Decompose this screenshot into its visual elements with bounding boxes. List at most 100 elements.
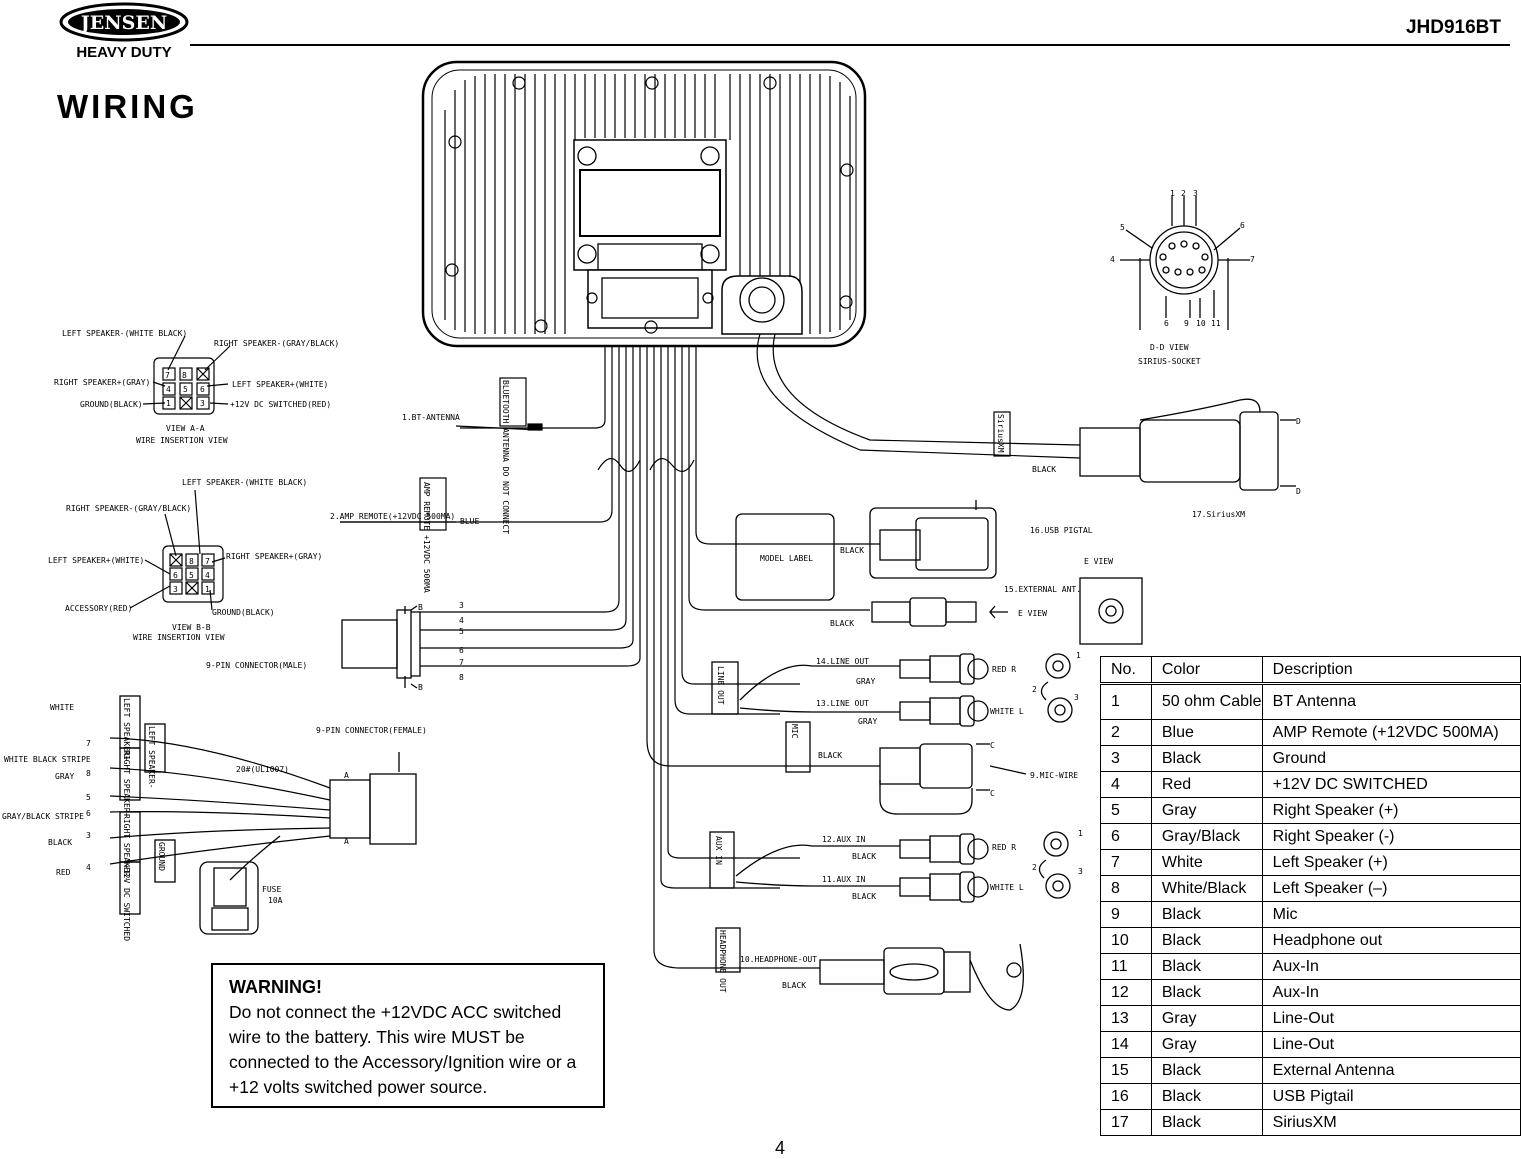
- table-cell: 2: [1100, 719, 1152, 746]
- warning-body: Do not connect the +12VDC ACC switched w…: [229, 1002, 577, 1097]
- head-unit-chassis: [421, 60, 867, 348]
- model-number: JHD916BT: [1405, 17, 1501, 38]
- vb-ground-label: GROUND(BLACK): [212, 608, 275, 617]
- siriusxm-label: 17.SiriusXM: [1192, 510, 1245, 519]
- table-cell: Gray: [1150, 1005, 1263, 1032]
- table-cell: Headphone out: [1261, 927, 1521, 954]
- b-marker: B: [418, 603, 423, 612]
- sirius-tag-label: SiriusXM: [996, 414, 1005, 453]
- page-number: 4: [775, 1138, 786, 1158]
- male-pin: 8: [459, 673, 464, 682]
- nine-pin-male-connector: [341, 605, 421, 689]
- table-cell: 1: [1100, 683, 1152, 720]
- harness-tag: GROUND: [157, 842, 166, 871]
- bt-antenna-label: 1.BT-ANTENNA: [402, 413, 460, 422]
- aux-11-label: 11.AUX IN: [822, 875, 866, 884]
- va-pin: 3: [200, 399, 205, 408]
- table-cell: Black: [1150, 1057, 1263, 1084]
- table-cell: 7: [1100, 849, 1152, 876]
- aux-black-label: BLACK: [852, 852, 876, 861]
- line-out-gray-label: GRAY: [856, 677, 875, 686]
- va-switched-label: +12V DC SWITCHED(RED): [230, 400, 331, 409]
- harness-tag: +12V DC SWITCHED: [122, 864, 131, 941]
- socket-pin: 1: [1170, 189, 1175, 198]
- mic-black-label: BLACK: [818, 751, 842, 760]
- line-out-gray-label: GRAY: [858, 717, 877, 726]
- vb-left-pos-label: LEFT SPEAKER+(WHITE): [48, 556, 144, 565]
- va-view-label: VIEW A-A: [166, 424, 205, 433]
- column-header: No.: [1100, 656, 1152, 685]
- va-left-neg-label: LEFT SPEAKER-(WHITE BLACK): [62, 329, 187, 338]
- nine-pin-female-label: 9-PIN CONNECTOR(FEMALE): [316, 726, 427, 735]
- table-cell: 11: [1100, 953, 1152, 980]
- table-cell: BT Antenna: [1261, 683, 1521, 720]
- table-cell: Line-Out: [1261, 1031, 1521, 1058]
- ext-ant-label: 15.EXTERNAL ANT.: [1004, 585, 1081, 594]
- sirius-socket-label: SIRIUS-SOCKET: [1138, 357, 1201, 366]
- mic-wire-label: 9.MIC-WIRE: [1030, 771, 1078, 780]
- table-cell: 5: [1100, 797, 1152, 824]
- socket-pin: 6: [1240, 221, 1245, 230]
- vb-view-label: VIEW B-B: [172, 623, 211, 632]
- ext-ant-black-label: BLACK: [830, 619, 854, 628]
- socket-pin: 4: [1110, 255, 1115, 264]
- wire-black-label: BLACK: [48, 838, 72, 847]
- table-cell: 14: [1100, 1031, 1152, 1058]
- headphone-label: 10.HEADPHONE-OUT: [740, 955, 817, 964]
- awg-label: 20#(UL1007): [236, 765, 289, 774]
- line-out-tag-label: LINE OUT: [716, 666, 725, 705]
- table-cell: Right Speaker (+): [1261, 797, 1521, 824]
- nine-pin-male-label: 9-PIN CONNECTOR(MALE): [206, 661, 307, 670]
- wire-bundle: [340, 333, 1081, 969]
- column-header: Color: [1150, 656, 1263, 685]
- male-pin: 6: [459, 646, 464, 655]
- wire-number: 4: [86, 863, 91, 872]
- vb-right-pos-label: RIGHT SPEAKER+(GRAY): [226, 552, 322, 561]
- va-pin: 5: [183, 385, 188, 394]
- wire-white-black-label: WHITE BLACK STRIPE: [4, 755, 91, 764]
- rotated-tag-labels: BLUETOOTH ANTENNA DO NOT CONNECT AMP REM…: [122, 380, 1005, 993]
- rca-pin: 2: [1032, 685, 1037, 694]
- headphone-connector: [715, 927, 1024, 1011]
- va-pin: 7: [165, 371, 170, 380]
- sirius-black-label: BLACK: [1032, 465, 1056, 474]
- mic-connector: [785, 721, 1027, 815]
- rca-pin: 3: [1074, 693, 1079, 702]
- table-cell: 10: [1100, 927, 1152, 954]
- socket-pin: 11: [1211, 319, 1221, 328]
- harness-tag: RIGHT SPEAKER-: [122, 814, 131, 881]
- table-cell: Black: [1150, 1109, 1263, 1136]
- socket-pin: 2: [1181, 189, 1186, 198]
- table-cell: White/Black: [1150, 875, 1263, 902]
- va-pin: 4: [166, 385, 171, 394]
- table-cell: External Antenna: [1261, 1057, 1521, 1084]
- table-cell: +12V DC SWITCHED: [1261, 771, 1521, 798]
- vb-left-neg-label: LEFT SPEAKER-(WHITE BLACK): [182, 478, 307, 487]
- vb-pin: 5: [189, 571, 194, 580]
- vb-accessory-label: ACCESSORY(RED): [65, 604, 132, 613]
- siriusxm-connector: [1079, 196, 1296, 491]
- table-cell: Mic: [1261, 901, 1521, 928]
- table-cell: Black: [1150, 745, 1263, 772]
- va-pin: 6: [200, 385, 205, 394]
- dd-view-label: D-D VIEW: [1150, 343, 1189, 352]
- harness-tag: RIGHT SPEAKER+: [122, 750, 131, 818]
- line-out-14-label: 14.LINE OUT: [816, 657, 869, 666]
- table-cell: 6: [1100, 823, 1152, 850]
- white-l-label: WHITE L: [990, 707, 1024, 716]
- wire-number: 5: [86, 793, 91, 802]
- table-cell: SiriusXM: [1261, 1109, 1521, 1136]
- rca-pin: 3: [1078, 867, 1083, 876]
- wire-gray-label: GRAY: [55, 772, 74, 781]
